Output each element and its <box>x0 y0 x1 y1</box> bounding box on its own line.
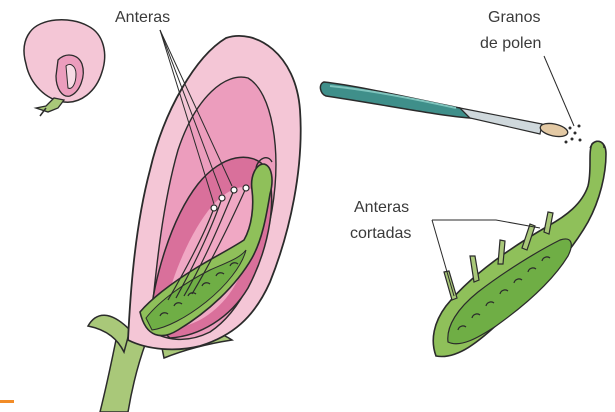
pollen-brush <box>320 82 569 139</box>
granos-label-line1: Granos <box>488 9 540 26</box>
cortadas-label-line1: Anteras <box>354 199 409 216</box>
pollen-grain <box>578 125 581 128</box>
main-flower-sepal-left <box>88 315 130 352</box>
small-flower <box>24 20 105 116</box>
pollen-grain <box>569 127 572 130</box>
anther <box>219 195 225 201</box>
brush-tip <box>539 121 569 139</box>
granos-leader-line <box>544 56 574 126</box>
leader-line <box>432 220 540 228</box>
pollen-grain <box>565 141 568 144</box>
anther <box>211 205 217 211</box>
accent-mark <box>0 400 14 403</box>
granos-label-line2: de polen <box>480 35 541 52</box>
pollen-grain <box>574 132 577 135</box>
small-flower-calyx <box>36 98 64 112</box>
pollen-grain <box>571 138 574 141</box>
cut-filament <box>470 256 479 282</box>
main-flower <box>88 36 301 412</box>
cut-pistil <box>433 141 606 356</box>
anther <box>243 185 249 191</box>
pollen-grain <box>579 139 582 142</box>
leader-line <box>432 220 454 296</box>
brush-ferrule <box>460 108 542 134</box>
cortadas-label-line2: cortadas <box>350 225 411 242</box>
anteras-label: Anteras <box>115 9 170 26</box>
anther <box>231 187 237 193</box>
